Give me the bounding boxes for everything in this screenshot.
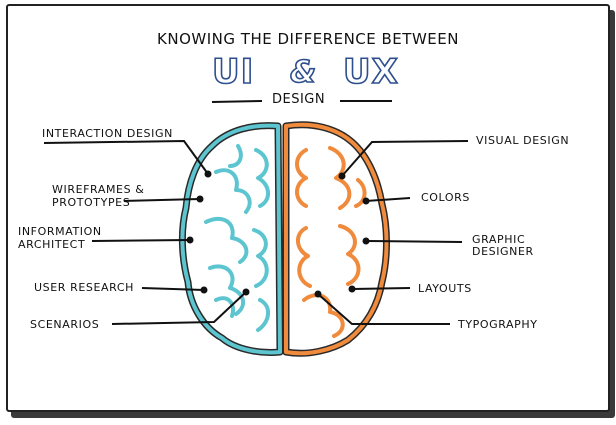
dot-user-research xyxy=(200,286,208,294)
label-architect: ARCHITECT xyxy=(18,238,86,251)
pointer-colors xyxy=(365,197,411,202)
label-visual-design: VISUAL DESIGN xyxy=(476,134,570,147)
dot-information-architect xyxy=(186,236,194,244)
heading: KNOWING THE DIFFERENCE BETWEEN xyxy=(157,30,459,48)
right-pointers xyxy=(317,140,469,325)
dot-typography xyxy=(314,290,322,298)
pointer-information-architect xyxy=(91,239,191,242)
left-pointers xyxy=(43,139,247,325)
dot-graphic-designer xyxy=(362,237,370,245)
design-underline-left xyxy=(211,100,263,103)
dot-colors xyxy=(362,197,370,205)
dot-wireframes xyxy=(196,195,204,203)
label-interaction-design: INTERACTION DESIGN xyxy=(42,127,173,140)
label-wireframes: WIREFRAMES & xyxy=(52,183,145,196)
pointer-user-research xyxy=(141,287,205,291)
pointer-layouts xyxy=(351,287,411,290)
design-subheading: DESIGN xyxy=(272,92,326,107)
ui-title: UI xyxy=(211,51,255,93)
diagram-card xyxy=(6,4,610,412)
dot-layouts xyxy=(348,285,356,293)
right-dots xyxy=(314,172,370,298)
left-hemisphere xyxy=(178,122,284,356)
label-information: INFORMATION xyxy=(18,225,102,238)
label-graphic: GRAPHIC xyxy=(472,233,526,246)
right-hemisphere xyxy=(282,121,390,357)
pointer-scenarios xyxy=(111,291,247,325)
ux-title: UX xyxy=(342,51,399,93)
pointer-graphic-designer xyxy=(365,240,463,243)
pointer-wireframes xyxy=(123,198,201,202)
label-designer: DESIGNER xyxy=(472,245,534,258)
pointer-typography xyxy=(317,293,450,325)
label-colors: COLORS xyxy=(421,191,470,204)
label-prototypes: PROTOTYPES xyxy=(52,196,131,209)
label-layouts: LAYOUTS xyxy=(418,282,472,295)
dot-interaction-design xyxy=(204,170,212,178)
label-typography: TYPOGRAPHY xyxy=(458,318,538,331)
label-scenarios: SCENARIOS xyxy=(30,318,100,331)
pointer-visual-design xyxy=(341,140,469,177)
left-dots xyxy=(186,170,250,296)
dot-visual-design xyxy=(338,172,346,180)
pointer-interaction-design xyxy=(43,139,209,175)
label-user-research: USER RESEARCH xyxy=(34,281,135,294)
ampersand: & xyxy=(289,54,318,91)
dot-scenarios xyxy=(242,288,250,296)
